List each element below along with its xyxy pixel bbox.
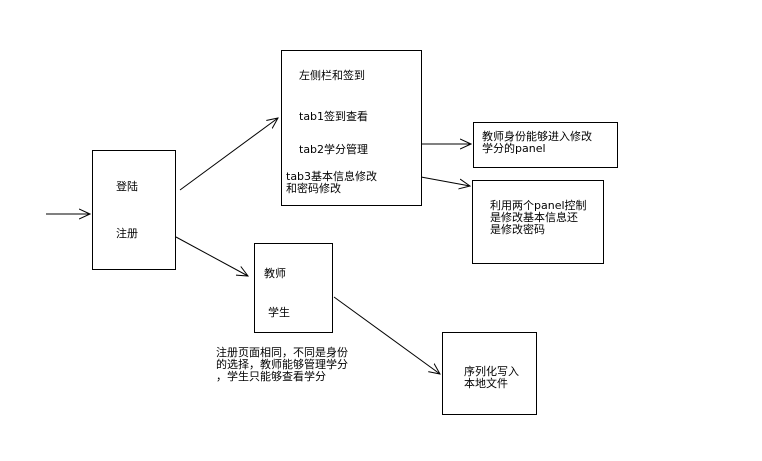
role-to-serialize-arrow <box>333 296 440 374</box>
two-panels-line3: 是修改密码 <box>490 223 545 236</box>
role-selection-box: 教师 学生 <box>254 243 333 333</box>
main-page-box: 左侧栏和签到 tab1签到查看 tab2学分管理 tab3基本信息修改 和密码修… <box>281 50 422 206</box>
tab3-label-line2: 和密码修改 <box>286 182 341 195</box>
register-label: 注册 <box>116 227 138 240</box>
teacher-panel-box: 教师身份能够进入修改 学分的panel <box>473 122 618 168</box>
serialize-line2: 本地文件 <box>464 377 508 390</box>
sidebar-signin-label: 左侧栏和签到 <box>299 69 365 82</box>
serialize-line1: 序列化写入 <box>464 365 519 378</box>
login-register-box: 登陆 注册 <box>92 150 176 270</box>
tab2-label: tab2学分管理 <box>299 143 369 156</box>
teacher-label: 教师 <box>264 267 286 280</box>
main-to-two-panels-arrow <box>420 176 470 186</box>
tab1-label: tab1签到查看 <box>299 110 369 123</box>
teacher-panel-line2: 学分的panel <box>482 142 546 155</box>
tab3-label-line1: tab3基本信息修改 <box>286 170 378 183</box>
login-to-main-arrow <box>179 118 278 191</box>
teacher-panel-line1: 教师身份能够进入修改 <box>482 130 592 143</box>
login-label: 登陆 <box>116 180 138 193</box>
two-panels-box: 利用两个panel控制 是修改基本信息还 是修改密码 <box>472 180 604 264</box>
role-note-line2: 的选择，教师能够管理学分 <box>216 358 348 371</box>
two-panels-line1: 利用两个panel控制 <box>490 199 587 212</box>
serialize-box: 序列化写入 本地文件 <box>442 332 537 415</box>
role-note-line3: ，学生只能够查看学分 <box>216 370 326 383</box>
two-panels-line2: 是修改基本信息还 <box>490 211 578 224</box>
role-note-line1: 注册页面相同，不同是身份 <box>216 346 348 359</box>
student-label: 学生 <box>268 306 290 319</box>
register-to-role-arrow <box>175 236 248 276</box>
